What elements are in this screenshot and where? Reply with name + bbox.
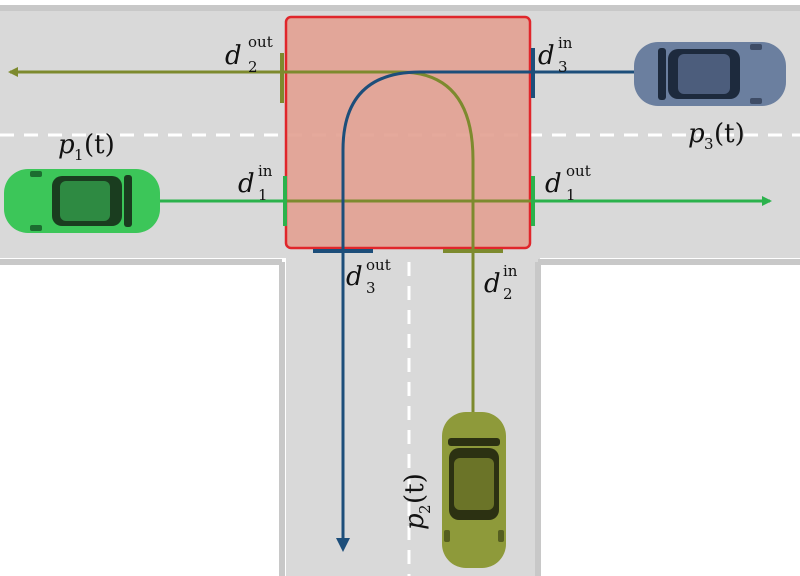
label-d3-in: d in 3 bbox=[538, 34, 573, 76]
svg-text:3: 3 bbox=[366, 279, 376, 297]
svg-text:in: in bbox=[503, 262, 518, 280]
car-2-icon bbox=[442, 412, 506, 568]
vehicle-paths bbox=[8, 67, 772, 552]
svg-text:2: 2 bbox=[416, 504, 434, 514]
svg-text:1: 1 bbox=[566, 186, 576, 204]
label-d2-in: d in 2 bbox=[484, 262, 518, 303]
boundary-markers bbox=[280, 48, 535, 253]
svg-text:2: 2 bbox=[248, 58, 258, 76]
svg-text:in: in bbox=[258, 162, 273, 180]
label-d1-out: d out 1 bbox=[545, 162, 591, 204]
svg-text:out: out bbox=[366, 256, 391, 274]
label-p3: p 3 (t) bbox=[688, 119, 745, 153]
svg-text:(t): (t) bbox=[400, 473, 430, 504]
car-3-icon bbox=[634, 42, 786, 106]
svg-text:p: p bbox=[400, 513, 430, 530]
svg-text:(t): (t) bbox=[84, 130, 115, 160]
path-vehicle-3 bbox=[336, 70, 640, 552]
label-d1-in: d in 1 bbox=[238, 162, 273, 204]
svg-text:(t): (t) bbox=[714, 119, 745, 149]
svg-text:d: d bbox=[225, 41, 242, 71]
label-d2-out: d out 2 bbox=[225, 33, 273, 76]
svg-text:p: p bbox=[58, 130, 75, 160]
label-p2: p 2 (t) bbox=[400, 473, 434, 530]
svg-text:out: out bbox=[566, 162, 591, 180]
svg-text:d: d bbox=[346, 262, 363, 292]
svg-text:p: p bbox=[688, 119, 705, 149]
intersection-zone bbox=[284, 15, 532, 250]
svg-text:1: 1 bbox=[74, 146, 84, 164]
label-p1: p 1 (t) bbox=[58, 130, 115, 164]
car-1-icon bbox=[4, 169, 160, 233]
svg-text:d: d bbox=[484, 269, 501, 299]
svg-text:1: 1 bbox=[258, 186, 268, 204]
svg-text:d: d bbox=[545, 169, 562, 199]
svg-text:in: in bbox=[558, 34, 573, 52]
label-d3-out: d out 3 bbox=[346, 256, 391, 297]
svg-text:3: 3 bbox=[558, 58, 568, 76]
svg-text:out: out bbox=[248, 33, 273, 51]
svg-text:d: d bbox=[238, 169, 255, 199]
svg-text:d: d bbox=[538, 41, 555, 71]
svg-text:3: 3 bbox=[704, 135, 714, 153]
svg-text:2: 2 bbox=[503, 285, 513, 303]
